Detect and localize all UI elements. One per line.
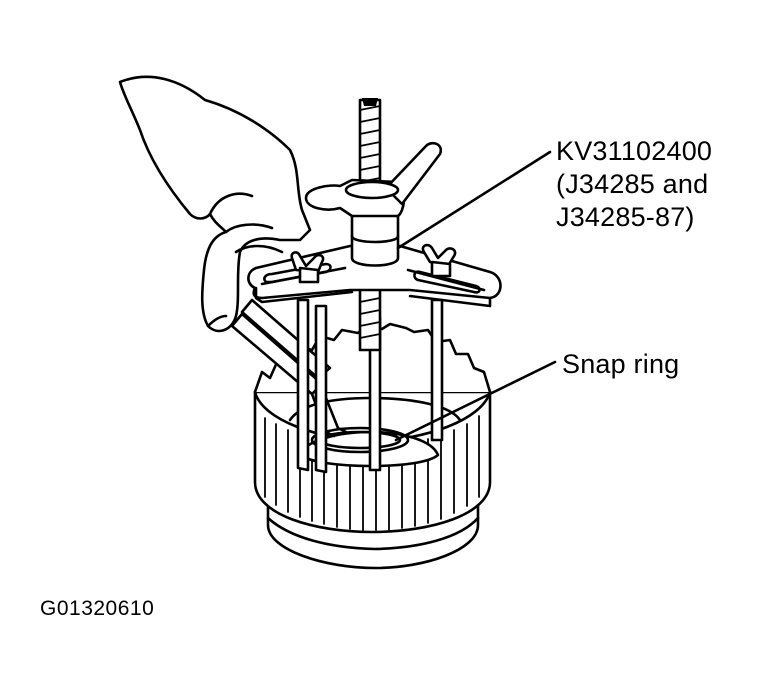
tool-alt-number-2: J34285-87) [556,202,695,232]
hand [118,75,312,333]
snap-ring-leader-line [394,360,557,442]
t-handle [304,141,443,267]
tool-alt-number-1: (J34285 and [556,169,709,199]
figure-id: G01320610 [40,597,155,620]
tool-part-number: KV31102400 [556,136,713,166]
tool-leader-line [396,150,552,250]
wing-nuts [290,243,457,284]
tool-part-number-label: KV31102400 (J34285 and J34285-87) [556,135,712,234]
snap-ring-label: Snap ring [562,349,680,379]
